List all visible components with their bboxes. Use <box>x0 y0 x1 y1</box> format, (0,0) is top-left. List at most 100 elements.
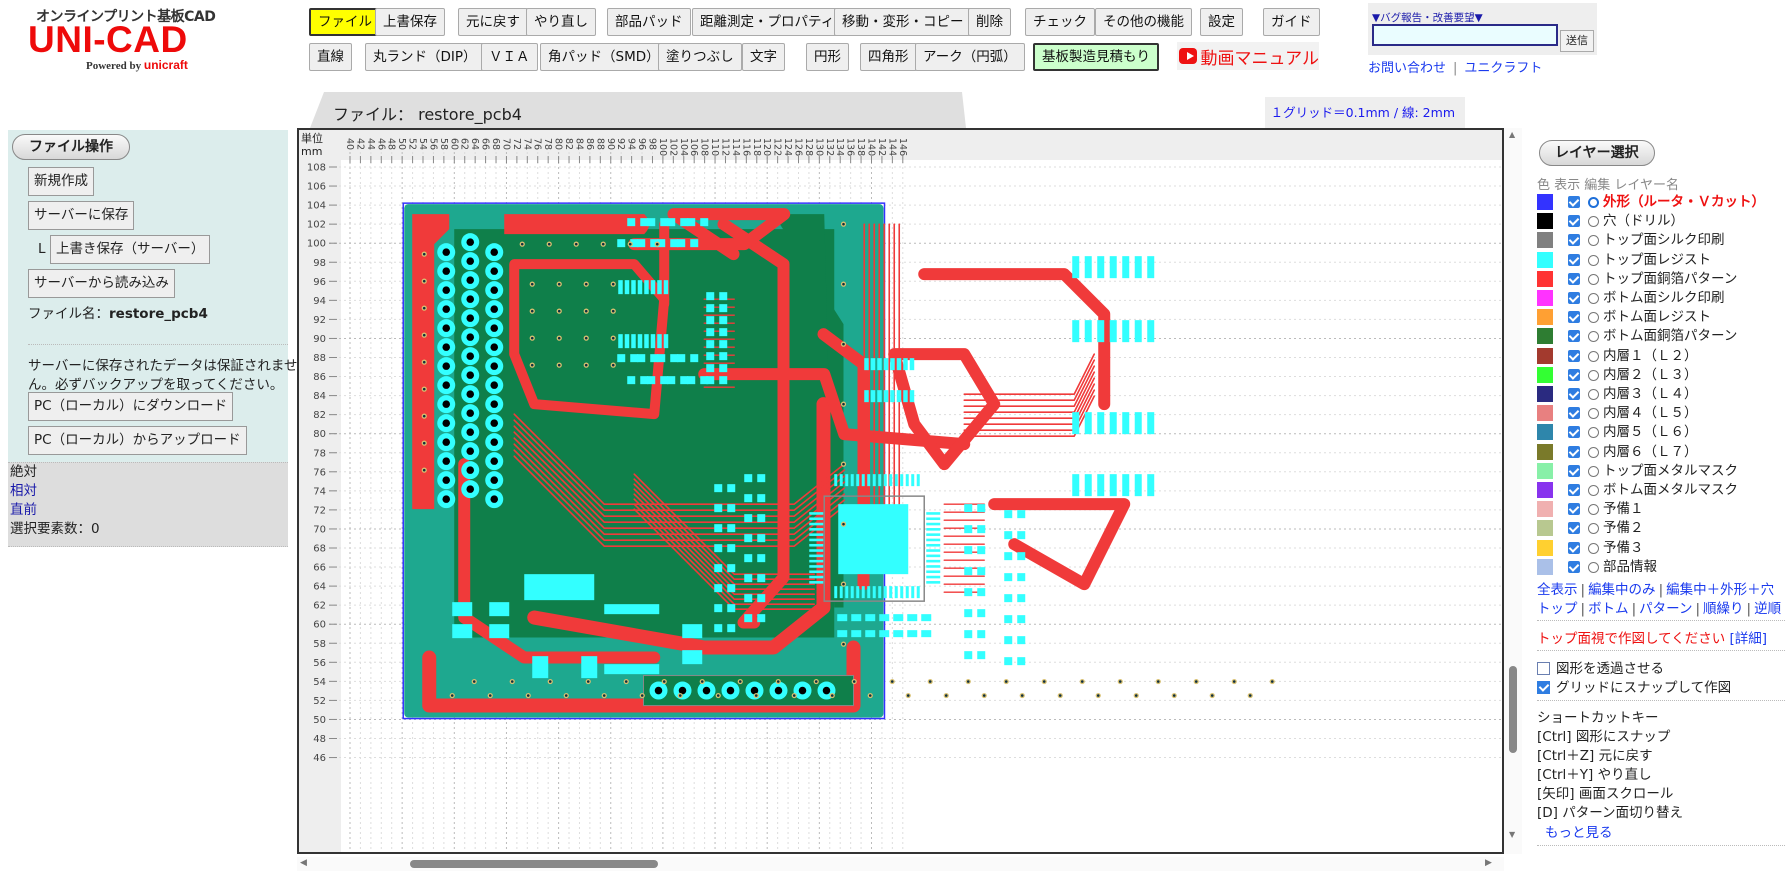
toolbar-button-2[interactable]: 元に戻す <box>458 8 528 36</box>
bug-report-input[interactable] <box>1372 24 1558 46</box>
layer-color-swatch[interactable] <box>1537 558 1553 575</box>
layer-color-swatch[interactable] <box>1537 328 1553 345</box>
layer-edit-radio[interactable] <box>1588 561 1599 573</box>
toolbar-button-4[interactable]: 部品パッド <box>607 8 691 36</box>
video-manual-link[interactable]: 動画マニュアル <box>1177 42 1319 70</box>
draw-tool-button-6[interactable]: 円形 <box>806 43 849 71</box>
draw-tool-button-2[interactable]: ＶＩＡ <box>481 43 538 71</box>
layer-name[interactable]: ボトム面レジスト <box>1603 309 1711 326</box>
transparent-checkbox[interactable] <box>1537 662 1550 675</box>
layer-name[interactable]: 内層２（Ｌ３） <box>1603 366 1698 383</box>
layer-visible-checkbox[interactable] <box>1568 522 1580 535</box>
send-button[interactable]: 送信 <box>1560 30 1594 52</box>
toolbar-button-9[interactable]: その他の機能 <box>1095 8 1192 36</box>
view-filter-link[interactable]: ボトム <box>1588 601 1629 617</box>
layer-color-swatch[interactable] <box>1537 251 1553 268</box>
layer-color-swatch[interactable] <box>1537 213 1553 230</box>
toolbar-button-7[interactable]: 削除 <box>968 8 1011 36</box>
layer-edit-radio[interactable] <box>1588 369 1599 381</box>
layer-visible-checkbox[interactable] <box>1568 407 1580 420</box>
layer-name[interactable]: 部品情報 <box>1603 558 1657 575</box>
view-filter-link[interactable]: パターン <box>1639 601 1693 617</box>
view-filter-link[interactable]: 編集中のみ <box>1588 582 1656 598</box>
toolbar-button-8[interactable]: チェック <box>1025 8 1095 36</box>
layer-color-swatch[interactable] <box>1537 520 1553 537</box>
layer-visible-checkbox[interactable] <box>1568 272 1580 285</box>
layer-edit-radio[interactable] <box>1588 293 1599 304</box>
layer-edit-radio[interactable] <box>1588 331 1599 343</box>
coord-relative-link[interactable]: 相対 <box>10 483 37 499</box>
layer-edit-radio[interactable] <box>1588 504 1599 516</box>
layer-name[interactable]: トップ面レジスト <box>1603 251 1711 268</box>
vertical-scrollbar[interactable]: ▲ ▼ <box>1504 128 1522 854</box>
draw-tool-button-1[interactable]: 丸ランド（DIP） <box>365 43 485 71</box>
toolbar-button-3[interactable]: やり直し <box>526 8 596 36</box>
layer-edit-radio[interactable] <box>1588 312 1599 324</box>
layer-name[interactable]: 予備３ <box>1603 539 1644 556</box>
layer-visible-checkbox[interactable] <box>1568 464 1580 477</box>
layer-select-toggle[interactable]: レイヤー選択 <box>1539 140 1655 166</box>
quote-button[interactable]: 基板製造見積もり <box>1033 43 1159 71</box>
layer-visible-checkbox[interactable] <box>1568 560 1580 573</box>
layer-edit-radio[interactable] <box>1588 235 1599 247</box>
view-filter-link[interactable]: 全表示 <box>1537 582 1578 598</box>
company-link[interactable]: ユニクラフト <box>1464 61 1543 76</box>
layer-color-swatch[interactable] <box>1537 462 1553 479</box>
new-file-button[interactable]: 新規作成 <box>28 167 94 196</box>
toolbar-button-11[interactable]: ガイド <box>1263 8 1320 36</box>
layer-name[interactable]: 内層６（Ｌ７） <box>1603 443 1698 460</box>
layer-name[interactable]: ボトム面銅箔パターン <box>1603 328 1738 345</box>
layer-name[interactable]: ボトム面シルク印刷 <box>1603 290 1725 306</box>
layer-visible-checkbox[interactable] <box>1568 503 1580 516</box>
layer-name[interactable]: トップ面銅箔パターン <box>1603 270 1738 287</box>
layer-visible-checkbox[interactable] <box>1568 253 1580 266</box>
draw-tool-button-0[interactable]: 直線 <box>309 43 352 71</box>
layer-color-swatch[interactable] <box>1537 290 1553 306</box>
detail-link[interactable]: [詳細] <box>1729 631 1768 647</box>
layer-edit-radio[interactable] <box>1588 446 1599 458</box>
layer-color-swatch[interactable] <box>1537 386 1553 402</box>
scroll-up-arrow-icon[interactable]: ▲ <box>1509 130 1516 139</box>
layer-color-swatch[interactable] <box>1537 424 1553 441</box>
layer-color-swatch[interactable] <box>1537 309 1553 326</box>
coord-previous-link[interactable]: 直前 <box>10 502 37 518</box>
view-filter-link[interactable]: 編集中＋外形＋穴 <box>1666 582 1775 598</box>
snap-checkbox[interactable] <box>1537 681 1550 694</box>
layer-visible-checkbox[interactable] <box>1568 330 1580 343</box>
upload-local-button[interactable]: PC（ローカル）からアップロード <box>28 426 247 455</box>
layer-visible-checkbox[interactable] <box>1568 311 1580 324</box>
horizontal-scroll-thumb[interactable] <box>410 860 658 868</box>
draw-tool-button-5[interactable]: 文字 <box>742 43 785 71</box>
layer-visible-checkbox[interactable] <box>1568 292 1580 304</box>
layer-name[interactable]: 内層３（Ｌ４） <box>1603 386 1698 402</box>
toolbar-button-6[interactable]: 移動・変形・コピー <box>834 8 972 36</box>
layer-edit-radio[interactable] <box>1588 427 1599 439</box>
toolbar-button-10[interactable]: 設定 <box>1200 8 1243 36</box>
toolbar-button-5[interactable]: 距離測定・プロパティ <box>692 8 843 36</box>
toolbar-button-1[interactable]: 上書保存 <box>375 8 445 36</box>
layer-edit-radio[interactable] <box>1588 389 1599 400</box>
layer-visible-checkbox[interactable] <box>1568 426 1580 439</box>
view-filter-link[interactable]: トップ <box>1537 601 1578 617</box>
layer-color-swatch[interactable] <box>1537 366 1553 383</box>
layer-color-swatch[interactable] <box>1537 501 1553 518</box>
layer-visible-checkbox[interactable] <box>1568 368 1580 381</box>
layer-color-swatch[interactable] <box>1537 232 1553 249</box>
layer-visible-checkbox[interactable] <box>1568 388 1580 400</box>
layer-visible-checkbox[interactable] <box>1568 349 1580 362</box>
load-from-server-button[interactable]: サーバーから読み込み <box>28 269 175 298</box>
layer-edit-radio[interactable] <box>1588 408 1599 420</box>
layer-name[interactable]: 穴（ドリル） <box>1603 213 1684 230</box>
file-operations-toggle[interactable]: ファイル操作 <box>12 134 130 160</box>
layer-name[interactable]: 内層４（Ｌ５） <box>1603 405 1698 422</box>
layer-edit-radio[interactable] <box>1588 350 1599 362</box>
scroll-left-arrow-icon[interactable]: ◀ <box>300 858 307 868</box>
save-to-server-button[interactable]: サーバーに保存 <box>28 201 135 230</box>
more-shortcuts-link[interactable]: もっと見る <box>1545 825 1613 841</box>
vertical-scroll-thumb[interactable] <box>1509 666 1517 753</box>
layer-edit-radio[interactable] <box>1588 273 1599 285</box>
download-local-button[interactable]: PC（ローカル）にダウンロード <box>28 392 234 421</box>
layer-visible-checkbox[interactable] <box>1568 215 1580 228</box>
